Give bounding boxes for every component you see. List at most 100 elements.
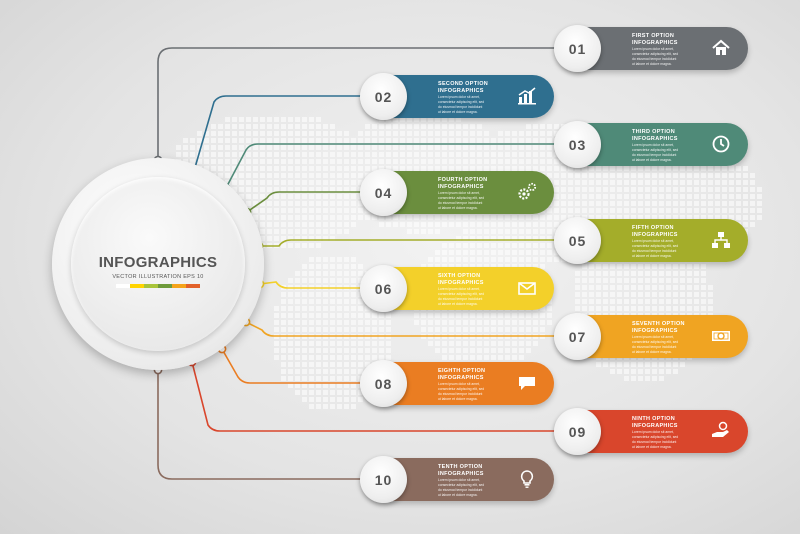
map-dot bbox=[225, 159, 230, 164]
map-dot bbox=[547, 131, 552, 136]
map-dot bbox=[624, 194, 629, 199]
map-dot bbox=[274, 355, 279, 360]
map-dot bbox=[617, 271, 622, 276]
map-dot bbox=[547, 138, 552, 143]
map-dot bbox=[449, 257, 454, 262]
map-dot bbox=[491, 355, 496, 360]
map-dot bbox=[561, 194, 566, 199]
map-dot bbox=[610, 215, 615, 220]
map-dot bbox=[491, 236, 496, 241]
map-dot bbox=[449, 243, 454, 248]
map-dot bbox=[708, 173, 713, 178]
map-dot bbox=[393, 152, 398, 157]
map-dot bbox=[351, 278, 356, 283]
map-dot bbox=[701, 208, 706, 213]
map-dot bbox=[288, 201, 293, 206]
map-dot bbox=[288, 383, 293, 388]
map-dot bbox=[729, 201, 734, 206]
map-dot bbox=[281, 145, 286, 150]
map-dot bbox=[316, 390, 321, 395]
map-dot bbox=[554, 159, 559, 164]
map-dot bbox=[610, 194, 615, 199]
map-dot bbox=[309, 320, 314, 325]
map-dot bbox=[491, 264, 496, 269]
map-dot bbox=[274, 208, 279, 213]
map-dot bbox=[694, 173, 699, 178]
map-dot bbox=[337, 173, 342, 178]
map-dot bbox=[351, 271, 356, 276]
map-dot bbox=[477, 341, 482, 346]
map-dot bbox=[701, 299, 706, 304]
map-dot bbox=[274, 173, 279, 178]
map-dot bbox=[337, 159, 342, 164]
map-dot bbox=[456, 236, 461, 241]
map-dot bbox=[281, 159, 286, 164]
map-dot bbox=[302, 229, 307, 234]
map-dot bbox=[736, 194, 741, 199]
map-dot bbox=[386, 131, 391, 136]
map-dot bbox=[358, 159, 363, 164]
map-dot bbox=[330, 201, 335, 206]
map-dot bbox=[400, 215, 405, 220]
map-dot bbox=[330, 327, 335, 332]
map-dot bbox=[603, 292, 608, 297]
map-dot bbox=[323, 306, 328, 311]
map-dot bbox=[414, 320, 419, 325]
map-dot bbox=[519, 355, 524, 360]
map-dot bbox=[295, 383, 300, 388]
map-dot bbox=[491, 215, 496, 220]
map-dot bbox=[393, 166, 398, 171]
map-dot bbox=[463, 145, 468, 150]
map-dot bbox=[295, 278, 300, 283]
map-dot bbox=[498, 215, 503, 220]
map-dot bbox=[701, 173, 706, 178]
map-dot bbox=[477, 222, 482, 227]
option-title: NINTH OPTION INFOGRAPHICS bbox=[632, 416, 678, 429]
map-dot bbox=[351, 152, 356, 157]
map-dot bbox=[701, 264, 706, 269]
map-dot bbox=[757, 187, 762, 192]
map-dot bbox=[281, 180, 286, 185]
map-dot bbox=[554, 208, 559, 213]
map-dot bbox=[463, 131, 468, 136]
map-dot bbox=[631, 306, 636, 311]
map-dot bbox=[533, 243, 538, 248]
map-dot bbox=[743, 180, 748, 185]
map-dot bbox=[428, 229, 433, 234]
map-dot bbox=[526, 243, 531, 248]
map-dot bbox=[323, 355, 328, 360]
map-dot bbox=[288, 187, 293, 192]
option-number-badge: 07 bbox=[554, 313, 601, 360]
map-dot bbox=[610, 362, 615, 367]
map-dot bbox=[309, 166, 314, 171]
map-dot bbox=[253, 173, 258, 178]
map-dot bbox=[344, 355, 349, 360]
map-dot bbox=[302, 159, 307, 164]
map-dot bbox=[610, 285, 615, 290]
map-dot bbox=[246, 131, 251, 136]
map-dot bbox=[547, 145, 552, 150]
map-dot bbox=[302, 194, 307, 199]
map-dot bbox=[554, 222, 559, 227]
map-dot bbox=[344, 145, 349, 150]
map-dot bbox=[330, 152, 335, 157]
map-dot bbox=[351, 292, 356, 297]
map-dot bbox=[267, 159, 272, 164]
map-dot bbox=[526, 215, 531, 220]
map-dot bbox=[519, 145, 524, 150]
map-dot bbox=[351, 383, 356, 388]
map-dot bbox=[491, 327, 496, 332]
map-dot bbox=[617, 166, 622, 171]
map-dot bbox=[351, 327, 356, 332]
map-dot bbox=[218, 131, 223, 136]
map-dot bbox=[631, 376, 636, 381]
map-dot bbox=[323, 131, 328, 136]
map-dot bbox=[561, 215, 566, 220]
map-dot bbox=[484, 348, 489, 353]
map-dot bbox=[687, 173, 692, 178]
map-dot bbox=[526, 250, 531, 255]
map-dot bbox=[694, 201, 699, 206]
map-dot bbox=[253, 201, 258, 206]
map-dot bbox=[638, 271, 643, 276]
map-dot bbox=[533, 138, 538, 143]
